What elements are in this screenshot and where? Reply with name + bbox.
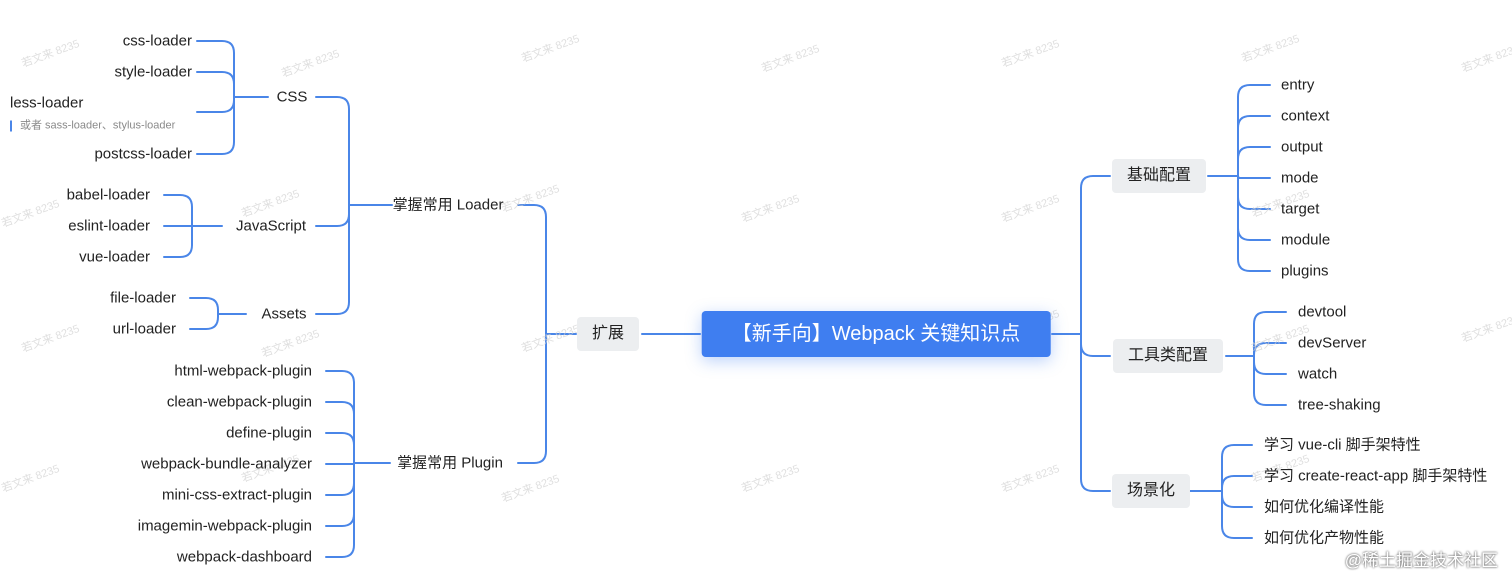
leaf-target[interactable]: target — [1281, 200, 1320, 218]
connector-3 — [196, 40, 269, 155]
leaf-less-loader[interactable]: less-loader — [10, 94, 84, 112]
connector-8 — [1207, 84, 1271, 272]
watermark-text: 若文来 8235 — [1000, 192, 1062, 225]
root-node[interactable]: 【新手向】Webpack 关键知识点 — [701, 311, 1051, 357]
watermark-text: 若文来 8235 — [740, 192, 802, 225]
watermark-text: 若文来 8235 — [240, 187, 302, 220]
leaf-define-plugin[interactable]: define-plugin — [226, 424, 312, 442]
watermark-text: 若文来 8235 — [0, 197, 62, 230]
leaf-tree-shaking[interactable]: tree-shaking — [1298, 396, 1381, 414]
connector-10 — [1189, 444, 1253, 539]
leaf-webpack-dashboard[interactable]: webpack-dashboard — [176, 548, 312, 566]
leaf-style-loader[interactable]: style-loader — [114, 63, 192, 81]
watermark-text: 若文来 8235 — [1460, 42, 1512, 75]
leaf-vue-cli[interactable]: 学习 vue-cli 脚手架特性 — [1264, 436, 1421, 454]
leaf-devserver[interactable]: devServer — [1298, 334, 1367, 352]
watermark-text: 若文来 8235 — [20, 37, 82, 70]
leaf-vue-loader[interactable]: vue-loader — [79, 248, 150, 266]
leaf-imagemin-webpack-plugin[interactable]: imagemin-webpack-plugin — [137, 517, 312, 535]
leaf-compile-performance[interactable]: 如何优化编译性能 — [1264, 498, 1385, 516]
branch-tool-config[interactable]: 工具类配置 — [1112, 339, 1224, 373]
leaf-babel-loader[interactable]: babel-loader — [66, 186, 150, 204]
branch-css[interactable]: CSS — [276, 88, 308, 106]
branch-assets[interactable]: Assets — [261, 305, 307, 323]
leaf-clean-webpack-plugin[interactable]: clean-webpack-plugin — [166, 393, 312, 411]
leaf-html-webpack-plugin[interactable]: html-webpack-plugin — [174, 362, 312, 380]
leaf-mini-css-extract-plugin[interactable]: mini-css-extract-plugin — [161, 486, 312, 504]
leaf-output[interactable]: output — [1281, 138, 1323, 156]
leaf-file-loader[interactable]: file-loader — [110, 289, 176, 307]
watermark-text: 若文来 8235 — [0, 462, 62, 495]
watermark-text: 若文来 8235 — [520, 322, 582, 355]
leaf-create-react-app[interactable]: 学习 create-react-app 脚手架特性 — [1264, 467, 1488, 485]
branch-loader[interactable]: 掌握常用 Loader — [392, 196, 504, 214]
less-loader-note: 或者 sass-loader、stylus-loader — [10, 120, 175, 132]
connector-4 — [163, 194, 223, 258]
connector-5 — [189, 297, 247, 330]
watermark-text: 若文来 8235 — [1240, 32, 1302, 65]
watermark-text: 若文来 8235 — [1000, 462, 1062, 495]
leaf-postcss-loader[interactable]: postcss-loader — [94, 145, 192, 163]
watermark-text: 若文来 8235 — [760, 42, 822, 75]
watermark-text: 若文来 8235 — [740, 462, 802, 495]
branch-basic-config[interactable]: 基础配置 — [1111, 159, 1207, 193]
branch-javascript[interactable]: JavaScript — [235, 217, 307, 235]
connector-6 — [325, 370, 391, 558]
watermark-text: 若文来 8235 — [1000, 37, 1062, 70]
leaf-css-loader[interactable]: css-loader — [122, 32, 192, 50]
watermark-text: 若文来 8235 — [260, 327, 322, 360]
branch-plugin[interactable]: 掌握常用 Plugin — [397, 454, 503, 472]
connector-7 — [1051, 175, 1111, 492]
leaf-mode[interactable]: mode — [1281, 169, 1319, 187]
branch-scenarios[interactable]: 场景化 — [1111, 474, 1191, 508]
watermark-text: 若文来 8235 — [520, 32, 582, 65]
connector-9 — [1225, 311, 1287, 406]
leaf-plugins[interactable]: plugins — [1281, 262, 1329, 280]
leaf-watch[interactable]: watch — [1298, 365, 1338, 383]
leaf-devtool[interactable]: devtool — [1298, 303, 1347, 321]
leaf-module[interactable]: module — [1281, 231, 1331, 249]
attribution-label: @稀土掘金技术社区 — [1344, 551, 1498, 570]
leaf-output-performance[interactable]: 如何优化产物性能 — [1264, 529, 1385, 547]
leaf-entry[interactable]: entry — [1281, 76, 1315, 94]
connector-2 — [315, 96, 393, 315]
watermark-text: 若文来 8235 — [500, 182, 562, 215]
branch-extension[interactable]: 扩展 — [576, 317, 640, 351]
watermark-text: 若文来 8235 — [1460, 312, 1512, 345]
leaf-context[interactable]: context — [1281, 107, 1330, 125]
leaf-eslint-loader[interactable]: eslint-loader — [68, 217, 150, 235]
leaf-url-loader[interactable]: url-loader — [112, 320, 176, 338]
watermark-text: 若文来 8235 — [500, 472, 562, 505]
watermark-text: 若文来 8235 — [20, 322, 82, 355]
watermark-text: 若文来 8235 — [280, 47, 342, 80]
leaf-webpack-bundle-analyzer[interactable]: webpack-bundle-analyzer — [141, 455, 312, 473]
